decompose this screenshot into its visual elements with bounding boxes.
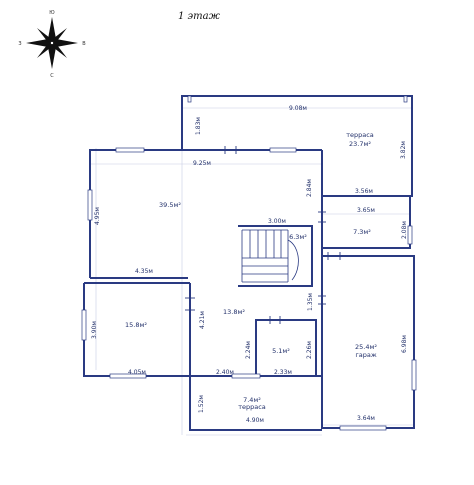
dim-label-356: 3.56м [355,188,373,195]
room-area-terrace-bottom: 7.4м² [243,396,261,404]
dim-label-365: 3.65м [357,207,375,214]
dim-label-233: 2.33м [274,369,292,376]
dim-label-183: 1.83м [195,117,202,135]
compass-label-bottom: С [50,73,54,79]
dim-label-135: 1.35м [307,293,314,311]
dim-label-495: 4.95м [94,207,101,225]
room-area-small-room: 7.3м² [353,228,371,236]
dim-label-300: 3.00м [268,218,286,225]
room-area-stair-niche: 6.3м² [289,233,307,241]
dim-label-490: 4.90м [246,417,264,424]
dim-label-240: 2.40м [216,369,234,376]
room-area-main-hall: 39.5м² [159,201,181,209]
compass-label-top: Ю [49,10,55,16]
dim-label-390: 3.90м [91,321,98,339]
dim-label-152: 1.52м [198,395,205,413]
room-area-left-room: 15.8м² [125,321,147,329]
dim-label-284: 2.84м [306,179,313,197]
compass-label-left: З [18,41,21,47]
staircase [241,229,299,283]
walls [83,95,415,431]
windows [81,95,417,431]
dim-label-226: 2.26м [306,341,313,359]
room-area-bathroom: 5.1м² [272,347,290,355]
dim-label-925: 9.25м [193,160,211,167]
dim-label-224: 2.24м [245,341,252,359]
dim-label-698: 6.98м [401,335,408,353]
dim-label-908: 9.08м [289,105,307,112]
plan-title: 1 этаж [178,11,221,22]
room-caption-garage: гараж [355,351,377,359]
dim-label-405: 4.05м [128,369,146,376]
dim-label-364: 3.64м [357,415,375,422]
compass-icon: Ю В С З [18,10,86,79]
dim-label-435: 4.35м [135,268,153,275]
room-area-garage: 25.4м² [355,343,377,351]
dim-label-382: 3.82м [400,141,407,159]
room-area-terrace-top: 23.7м² [349,140,371,148]
doors [185,146,341,324]
dim-label-421: 4.21м [199,311,206,329]
dim-label-208: 2.08м [401,221,408,239]
room-caption-terrace-bottom: терраса [238,403,266,411]
compass-label-right: В [82,41,86,47]
room-area-corridor: 13.8м² [223,308,245,316]
room-caption-terrace-top: терраса [346,131,374,139]
